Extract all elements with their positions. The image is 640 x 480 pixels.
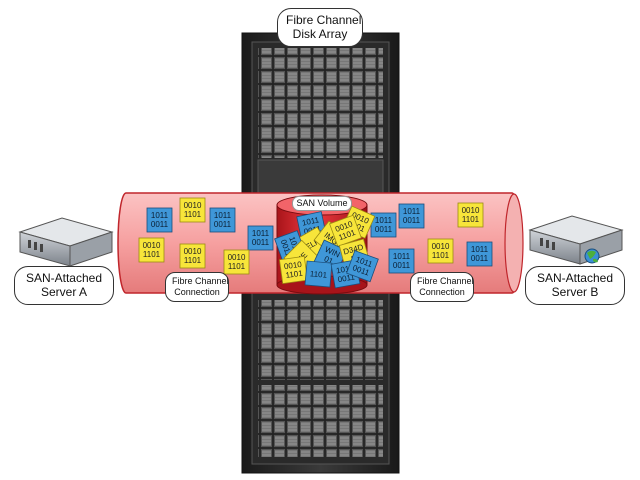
data-packet-text: 0010	[228, 253, 246, 262]
data-packet-text: 1011	[393, 252, 411, 261]
disk-bays-lower	[258, 300, 383, 380]
data-packet-text: 0011	[151, 220, 169, 229]
fc-connection-left-label: Fibre Channel Connection	[165, 272, 229, 302]
data-packet-text: 1101	[184, 256, 202, 265]
server-a-label-line2: Server A	[40, 285, 88, 300]
data-packet-text: 1011	[375, 216, 393, 225]
data-packet-text: 0010	[184, 247, 202, 256]
volume-packet-text: 1011	[335, 263, 354, 275]
globe-icon	[584, 248, 600, 264]
server-b-label-line2: Server B	[551, 285, 599, 300]
disk-bays-upper	[258, 48, 383, 158]
data-packet-text: 1101	[462, 215, 480, 224]
data-packet-text: 1011	[403, 207, 421, 216]
server-icon	[18, 217, 114, 267]
server-icon	[528, 215, 624, 265]
data-packet-text: 1101	[184, 210, 202, 219]
data-packet-text: 0010	[184, 201, 202, 210]
data-packet-text: 1101	[432, 251, 450, 260]
data-packet-text: 0010	[462, 206, 480, 215]
disk-array-label-line2: Disk Array	[292, 27, 348, 42]
data-packet-text: 1011	[252, 229, 270, 238]
data-packet-text: 1101	[143, 250, 161, 259]
volume-packet-text: 1101	[285, 269, 304, 280]
data-packet-text: 0011	[252, 238, 270, 247]
server-a-label: SAN-Attached Server A	[14, 266, 114, 305]
disk-array-label-line1: Fibre Channel	[286, 13, 362, 27]
fc-connection-left-line1: Fibre Channel	[172, 276, 229, 286]
data-packet-text: 0011	[393, 261, 411, 270]
data-packet-text: 0011	[375, 225, 393, 234]
data-packet-text: 0011	[214, 220, 232, 229]
volume-packet-text: 1011	[301, 215, 320, 227]
disk-bays-bottom	[258, 385, 383, 457]
data-packet-text: 0010	[143, 241, 161, 250]
san-volume-label: SAN Volume	[292, 196, 352, 211]
server-b-label-line1: SAN-Attached	[536, 271, 614, 285]
data-packet-text: 1101	[228, 262, 246, 271]
fc-connection-right-label: Fibre Channel Connection	[410, 272, 474, 302]
disk-array-label: Fibre Channel Disk Array	[277, 8, 363, 47]
data-packet-text: 1011	[471, 245, 489, 254]
data-packet-text: 1011	[214, 211, 232, 220]
data-packet-text: 0011	[403, 216, 421, 225]
data-packet-text: 1011	[151, 211, 169, 220]
data-packet-text: 0011	[471, 254, 489, 263]
server-b-label: SAN-Attached Server B	[525, 266, 625, 305]
fc-connection-left-line2: Connection	[174, 286, 220, 297]
data-packet-text: 0010	[432, 242, 450, 251]
volume-packet-text: 1101	[309, 269, 327, 280]
volume-packet-text: 0010	[283, 260, 302, 271]
fc-connection-right-line1: Fibre Channel	[417, 276, 474, 286]
volume-packet-text: 0011	[337, 272, 356, 284]
packet-group-volume: 1011001100101101ELPIMG0010110110110011ME…	[274, 205, 379, 289]
fc-connection-right-line2: Connection	[419, 286, 465, 297]
server-a-label-line1: SAN-Attached	[25, 271, 103, 285]
volume-packet-blue-11: 1101	[304, 260, 333, 288]
